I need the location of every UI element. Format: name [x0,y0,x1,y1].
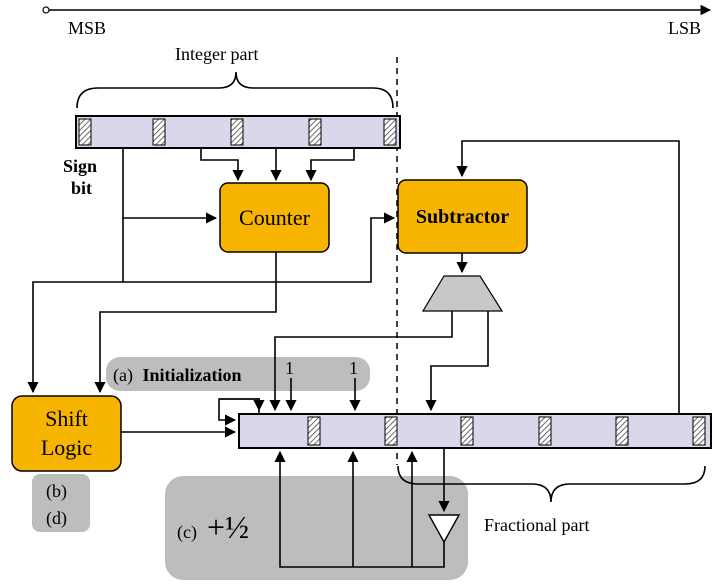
msb-label: MSB [68,18,106,38]
shift-logic-block [11,395,122,472]
frac-bit-hatch-3 [460,416,474,446]
shift-logic-label-line1: Shift [45,406,88,431]
lsb-label: LSB [668,18,701,38]
initialization-prefix: (a) [113,365,133,386]
fractional-part-label: Fractional part [484,515,589,535]
sign-bit-label-line2: bit [71,178,92,198]
shift-logic-label-line2: Logic [41,435,93,460]
plus-half-prefix: (c) [177,522,197,543]
initialization-annotation-bg [106,357,370,391]
shift-case-d-label: (d) [46,508,67,529]
initialization-label: (a) Initialization [113,365,242,386]
integer-bit-hatch-4 [383,118,397,146]
fractional-register [238,413,712,449]
constant-one-left: 1 [285,358,294,378]
integer-part-brace [76,71,394,109]
constant-one-right: 1 [349,358,358,378]
wires [27,140,680,568]
counter-label: Counter [239,205,311,230]
shift-case-b-label: (b) [46,481,67,502]
initialization-text: Initialization [142,365,241,385]
integer-register [75,115,401,149]
subtractor-label: Subtractor [416,206,509,228]
counter-block [219,182,330,253]
b-d-annotation-bg [32,474,90,532]
frac-bit-hatch-6 [692,416,706,446]
frac-bit-hatch-1 [307,416,321,446]
scale-origin-dot [42,6,50,14]
integer-bit-hatch-3 [308,118,322,146]
integer-bit-hatch-2 [230,118,244,146]
integer-part-label: Integer part [175,44,258,64]
integer-bit-hatch-1 [152,118,166,146]
plus-half-annotation-bg [165,476,468,580]
sign-bit-label-line1: Sign [63,156,97,176]
frac-bit-hatch-5 [615,416,629,446]
plus-half-value: +½ [207,509,249,545]
bit-order-scale: MSB LSB [42,4,712,38]
frac-bit-hatch-2 [384,416,398,446]
plus-half-annotation: (c) +½ [177,509,249,545]
fractional-part-brace [397,465,706,503]
buffer-triangle [427,514,461,544]
mux-shape [421,275,504,312]
sign-bit-cell [78,118,92,146]
frac-bit-hatch-4 [538,416,552,446]
